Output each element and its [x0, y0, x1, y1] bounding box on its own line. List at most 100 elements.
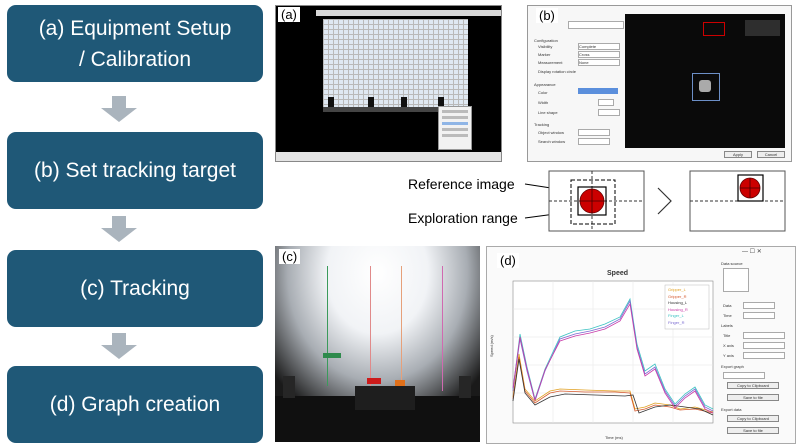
chart-title: Speed	[607, 270, 629, 277]
legend-finger-r: Finger_R	[668, 319, 685, 325]
panel-b-label: (b)	[536, 8, 558, 23]
row-color: Color	[538, 90, 548, 95]
x-axis-label: Time (ms)	[605, 435, 623, 440]
exploration-range-label: Exploration range	[408, 210, 518, 226]
trajectory-line	[370, 266, 371, 396]
x-axis-field-label: X axis	[723, 343, 734, 348]
step-set-tracking-target: (b) Set tracking target	[7, 132, 263, 209]
series-gripper-l	[512, 353, 714, 413]
data-source-list[interactable]	[723, 268, 749, 292]
panel-c-label: (c)	[279, 249, 301, 264]
series-housing-r	[512, 302, 714, 414]
dialog-title-input[interactable]	[568, 21, 624, 29]
chart-legend	[664, 284, 710, 330]
y-axis-label: Speed (m/s)	[489, 335, 494, 357]
panel-a-calibration-screenshot: (a)	[275, 5, 502, 162]
section-appearance: Appearance	[534, 82, 556, 87]
section-tracking: Tracking	[534, 122, 550, 127]
search-window-input[interactable]	[578, 138, 610, 145]
gripper-left	[283, 376, 295, 398]
grid-base-bar	[323, 107, 468, 112]
line-shape-select[interactable]	[598, 109, 620, 116]
legend-housing-r: Housing_R	[668, 306, 688, 312]
legend-gripper-l: Gripper_L	[668, 287, 686, 292]
save-file-data-button[interactable]: Save to file	[727, 427, 779, 434]
step-graph-creation: (d) Graph creation	[7, 366, 263, 443]
trajectory-line	[327, 266, 328, 386]
context-menu[interactable]	[438, 106, 472, 150]
chevron-right-icon	[657, 187, 672, 215]
legend-entries: Gripper_L Gripper_R Housing_L Housing_R …	[668, 287, 708, 326]
reference-image-box	[577, 186, 607, 216]
data-source-label: Data source	[721, 261, 743, 266]
y-axis-field-label: Y axis	[723, 353, 734, 358]
labels-section: Labels	[721, 323, 733, 328]
panel-a-label: (a)	[278, 7, 300, 22]
title-input[interactable]	[743, 332, 785, 339]
gripper-part	[438, 97, 444, 107]
panel-b-target-dialog: (b) Configuration Visibility Complete Ma…	[527, 5, 792, 162]
time-select[interactable]	[743, 312, 775, 319]
width-select[interactable]	[598, 99, 614, 106]
speed-chart	[512, 280, 714, 424]
y-axis-input[interactable]	[743, 352, 785, 359]
apply-button[interactable]: Apply	[724, 151, 752, 158]
title-label: Title	[723, 333, 731, 338]
mechanism-block	[355, 386, 415, 410]
gripper-part	[368, 97, 374, 107]
step-tracking: (c) Tracking	[7, 250, 263, 327]
row-visibility: Visibility	[538, 44, 553, 49]
backlight-glow	[275, 246, 480, 396]
copy-clipboard-data-button[interactable]: Copy to Clipboard	[727, 415, 779, 422]
color-swatch[interactable]	[578, 88, 618, 94]
tracking-tag	[323, 353, 341, 358]
legend-finger-l: Finger_L	[668, 313, 684, 318]
exploration-range-box	[570, 179, 616, 225]
gripper-part	[328, 97, 334, 107]
reference-image-label: Reference image	[408, 176, 515, 192]
row-measurement: Measurement	[538, 60, 563, 65]
calibration-grid	[323, 19, 468, 107]
object-window-input[interactable]	[578, 129, 610, 136]
export-graph-section: Export graph	[721, 364, 744, 369]
save-file-graph-button[interactable]: Save to file	[727, 394, 779, 401]
gripper-right	[459, 376, 471, 398]
preview-red-box	[703, 22, 725, 36]
data-select[interactable]	[743, 302, 775, 309]
side-panel: Data source Data Time Labels Title X axi…	[719, 261, 793, 441]
tracking-target-frame	[692, 73, 720, 101]
target-orange-marker	[395, 380, 405, 386]
preview-part	[745, 20, 780, 36]
toolbar-strip	[316, 10, 501, 16]
trajectory-line	[401, 266, 402, 396]
measurement-select[interactable]: None	[578, 59, 620, 66]
cancel-button[interactable]: Cancel	[757, 151, 785, 158]
panel-d-graph-window: (d) — ☐ ✕ Speed Gripper_L Gripper_R Hous…	[486, 246, 796, 444]
row-line-shape: Line shape	[538, 110, 558, 115]
legend-housing-l: Housing_L	[668, 300, 688, 305]
export-data-section: Export data	[721, 407, 742, 412]
tracked-box	[737, 174, 764, 202]
visibility-select[interactable]: Complete	[578, 43, 620, 50]
copy-clipboard-graph-button[interactable]: Copy to Clipboard	[727, 382, 779, 389]
video-preview	[625, 14, 785, 148]
rotation-circle-checkbox[interactable]: Display rotation circle	[538, 69, 577, 74]
section-configuration: Configuration	[534, 38, 558, 43]
legend-gripper-r: Gripper_R	[668, 293, 687, 299]
panel-c-tracking-frame: (c)	[275, 246, 480, 442]
row-object-window: Object window	[538, 130, 565, 135]
trajectory-line	[442, 266, 443, 391]
window-controls[interactable]: — ☐ ✕	[742, 249, 762, 255]
row-width: Width	[538, 100, 549, 105]
tracking-object	[699, 80, 711, 92]
export-size-inputs[interactable]	[723, 372, 765, 379]
row-marker: Marker	[538, 52, 551, 57]
step-equipment-setup: (a) Equipment Setup/ Calibration	[7, 5, 263, 82]
gripper-part	[401, 97, 407, 107]
marker-select[interactable]: Cross	[578, 51, 620, 58]
data-label: Data	[723, 303, 732, 308]
tracking-target-diagram	[524, 170, 786, 232]
series-housing-l	[512, 358, 714, 416]
x-axis-input[interactable]	[743, 342, 785, 349]
panel-d-label: (d)	[497, 253, 519, 268]
